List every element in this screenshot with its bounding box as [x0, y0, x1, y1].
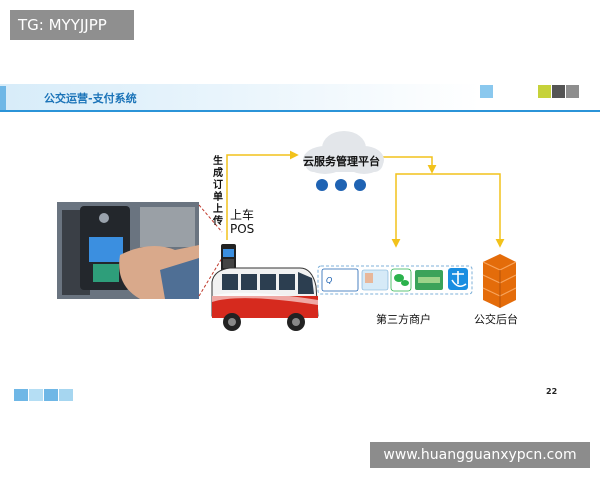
deco-bottom-square-4	[59, 389, 73, 401]
alipay-icon	[448, 268, 468, 290]
deco-square-lime	[538, 85, 551, 98]
quickpass-logo-icon: Q	[321, 268, 359, 292]
upload-order-label: 生 成 订 单 上 传	[213, 156, 223, 227]
deco-square-blue	[480, 85, 493, 98]
backend-server-icon	[482, 254, 517, 308]
arrow-cloud-split	[380, 156, 437, 174]
watermark-label: TG: MYYJJPP	[10, 10, 134, 40]
deco-square-darkgray	[552, 85, 565, 98]
pos-callout-line	[198, 204, 223, 233]
cloud-icon	[303, 131, 384, 191]
bus-icon	[211, 267, 319, 331]
wechat-pay-icon	[390, 268, 412, 292]
svg-text:Q: Q	[326, 276, 332, 285]
arrow-pos-to-cloud	[226, 150, 299, 240]
header-bar	[0, 84, 600, 112]
pos-label: 上车 POS	[230, 208, 255, 236]
id-card-icon	[361, 269, 389, 291]
pos-photo	[57, 202, 199, 299]
arrow-to-merchants	[391, 173, 432, 248]
header-left-accent	[0, 86, 6, 110]
deco-bottom-square-2	[29, 389, 43, 401]
footer-url: www.huangguanxypcn.com	[370, 442, 590, 468]
deco-bottom-square-3	[44, 389, 58, 401]
page-number: 22	[546, 387, 558, 396]
deco-square-gray	[566, 85, 579, 98]
arrow-to-backend	[432, 173, 505, 248]
merchants-box	[317, 265, 473, 295]
merchants-label: 第三方商户	[376, 313, 431, 326]
bank-card-icon	[415, 270, 443, 290]
header-title: 公交运营-支付系统	[44, 92, 137, 105]
backend-label: 公交后台	[474, 313, 518, 326]
pos-device-icon	[221, 244, 236, 271]
deco-bottom-square-1	[14, 389, 28, 401]
cloud-platform-label: 云服务管理平台	[303, 155, 380, 168]
